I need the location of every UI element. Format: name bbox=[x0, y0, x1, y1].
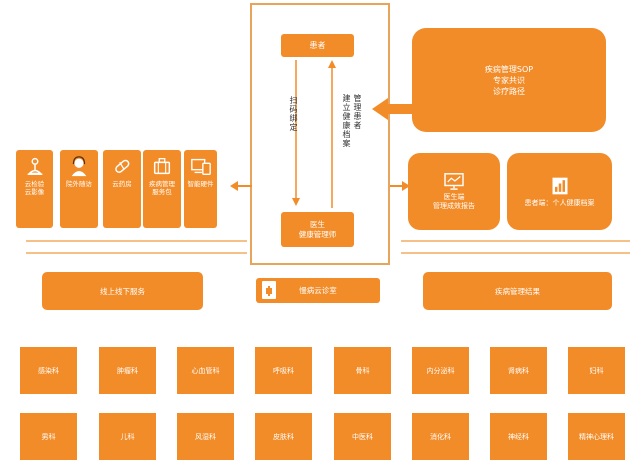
department-box: 感染科 bbox=[20, 347, 77, 394]
suitcase-icon bbox=[153, 158, 171, 175]
service-smart-hardware: 智能硬件 bbox=[184, 150, 217, 228]
right-arrow bbox=[390, 181, 410, 191]
bar-label: 慢病云诊室 bbox=[299, 286, 337, 295]
department-box: 呼吸科 bbox=[255, 347, 312, 394]
up-arrow-text-2: 建立健康档案 bbox=[342, 94, 351, 148]
service-label: 智能硬件 bbox=[187, 180, 214, 188]
chronic-clinic-bar: 慢病云诊室 bbox=[256, 278, 380, 303]
doctor-label-1: 医生 bbox=[310, 219, 325, 229]
department-box: 神经科 bbox=[490, 413, 547, 460]
department-box: 风湿科 bbox=[177, 413, 234, 460]
service-label: 患者端：个人健康档案 bbox=[524, 198, 595, 207]
divider-line bbox=[26, 240, 247, 242]
department-box: 儿科 bbox=[99, 413, 156, 460]
service-label: 云检验 云影像 bbox=[24, 180, 45, 196]
divider-line bbox=[401, 240, 630, 242]
sop-line-1: 疾病管理SOP bbox=[484, 64, 534, 74]
department-box: 肾病科 bbox=[490, 347, 547, 394]
service-label: 医生端 管理成效报告 bbox=[433, 193, 475, 210]
service-doctor-report: 医生端 管理成效报告 bbox=[408, 153, 500, 230]
department-box: 骨科 bbox=[334, 347, 391, 394]
up-arrow-text-1: 管理患者 bbox=[353, 94, 362, 130]
service-cloud-lab: 云检验 云影像 bbox=[16, 150, 53, 228]
sop-line-2: 专家共识 bbox=[493, 75, 525, 85]
department-box: 中医科 bbox=[334, 413, 391, 460]
department-box: 皮肤科 bbox=[255, 413, 312, 460]
doctor-label-2: 健康管理师 bbox=[298, 229, 337, 239]
department-box: 消化科 bbox=[412, 413, 469, 460]
doctor-box: 医生 健康管理师 bbox=[281, 212, 354, 247]
up-arrow bbox=[328, 60, 336, 208]
department-box: 妇科 bbox=[568, 347, 625, 394]
online-offline-bar: 线上线下服务 bbox=[42, 272, 203, 310]
service-label: 云药房 bbox=[112, 180, 132, 188]
service-cloud-pharmacy: 云药房 bbox=[103, 150, 141, 228]
sop-box: 疾病管理SOP 专家共识 诊疗路径 bbox=[412, 28, 606, 132]
center-frame bbox=[250, 3, 390, 265]
patient-label: 患者 bbox=[309, 41, 326, 50]
pill-icon bbox=[115, 159, 130, 173]
headset-person-icon bbox=[71, 156, 87, 177]
devices-icon bbox=[190, 158, 211, 175]
clinic-icon bbox=[262, 281, 276, 299]
department-box: 男科 bbox=[20, 413, 77, 460]
department-box: 肿瘤科 bbox=[99, 347, 156, 394]
microscope-icon bbox=[27, 157, 42, 175]
department-box: 内分泌科 bbox=[412, 347, 469, 394]
service-disease-package: 疾病管理 服务包 bbox=[143, 150, 181, 228]
service-patient-record: 患者端：个人健康档案 bbox=[507, 153, 612, 230]
divider-line bbox=[401, 252, 630, 254]
down-arrow-text: 扫码绑定 bbox=[289, 96, 298, 132]
service-label: 疾病管理 服务包 bbox=[149, 180, 175, 196]
department-box: 心血管科 bbox=[177, 347, 234, 394]
disease-result-bar: 疾病管理结果 bbox=[423, 272, 612, 310]
patient-box: 患者 bbox=[281, 34, 354, 57]
divider-line bbox=[26, 252, 247, 254]
service-label: 院外随访 bbox=[66, 180, 92, 188]
bar-label: 疾病管理结果 bbox=[495, 286, 540, 296]
down-arrow bbox=[292, 60, 300, 206]
left-arrow bbox=[230, 181, 252, 191]
sop-line-3: 诊疗路径 bbox=[493, 86, 525, 96]
service-followup: 院外随访 bbox=[60, 150, 98, 228]
department-box: 精神心理科 bbox=[568, 413, 625, 460]
sop-arrow bbox=[372, 98, 416, 120]
bar-report-icon bbox=[552, 177, 567, 194]
bar-label: 线上线下服务 bbox=[100, 286, 145, 296]
monitor-chart-icon bbox=[444, 173, 464, 190]
